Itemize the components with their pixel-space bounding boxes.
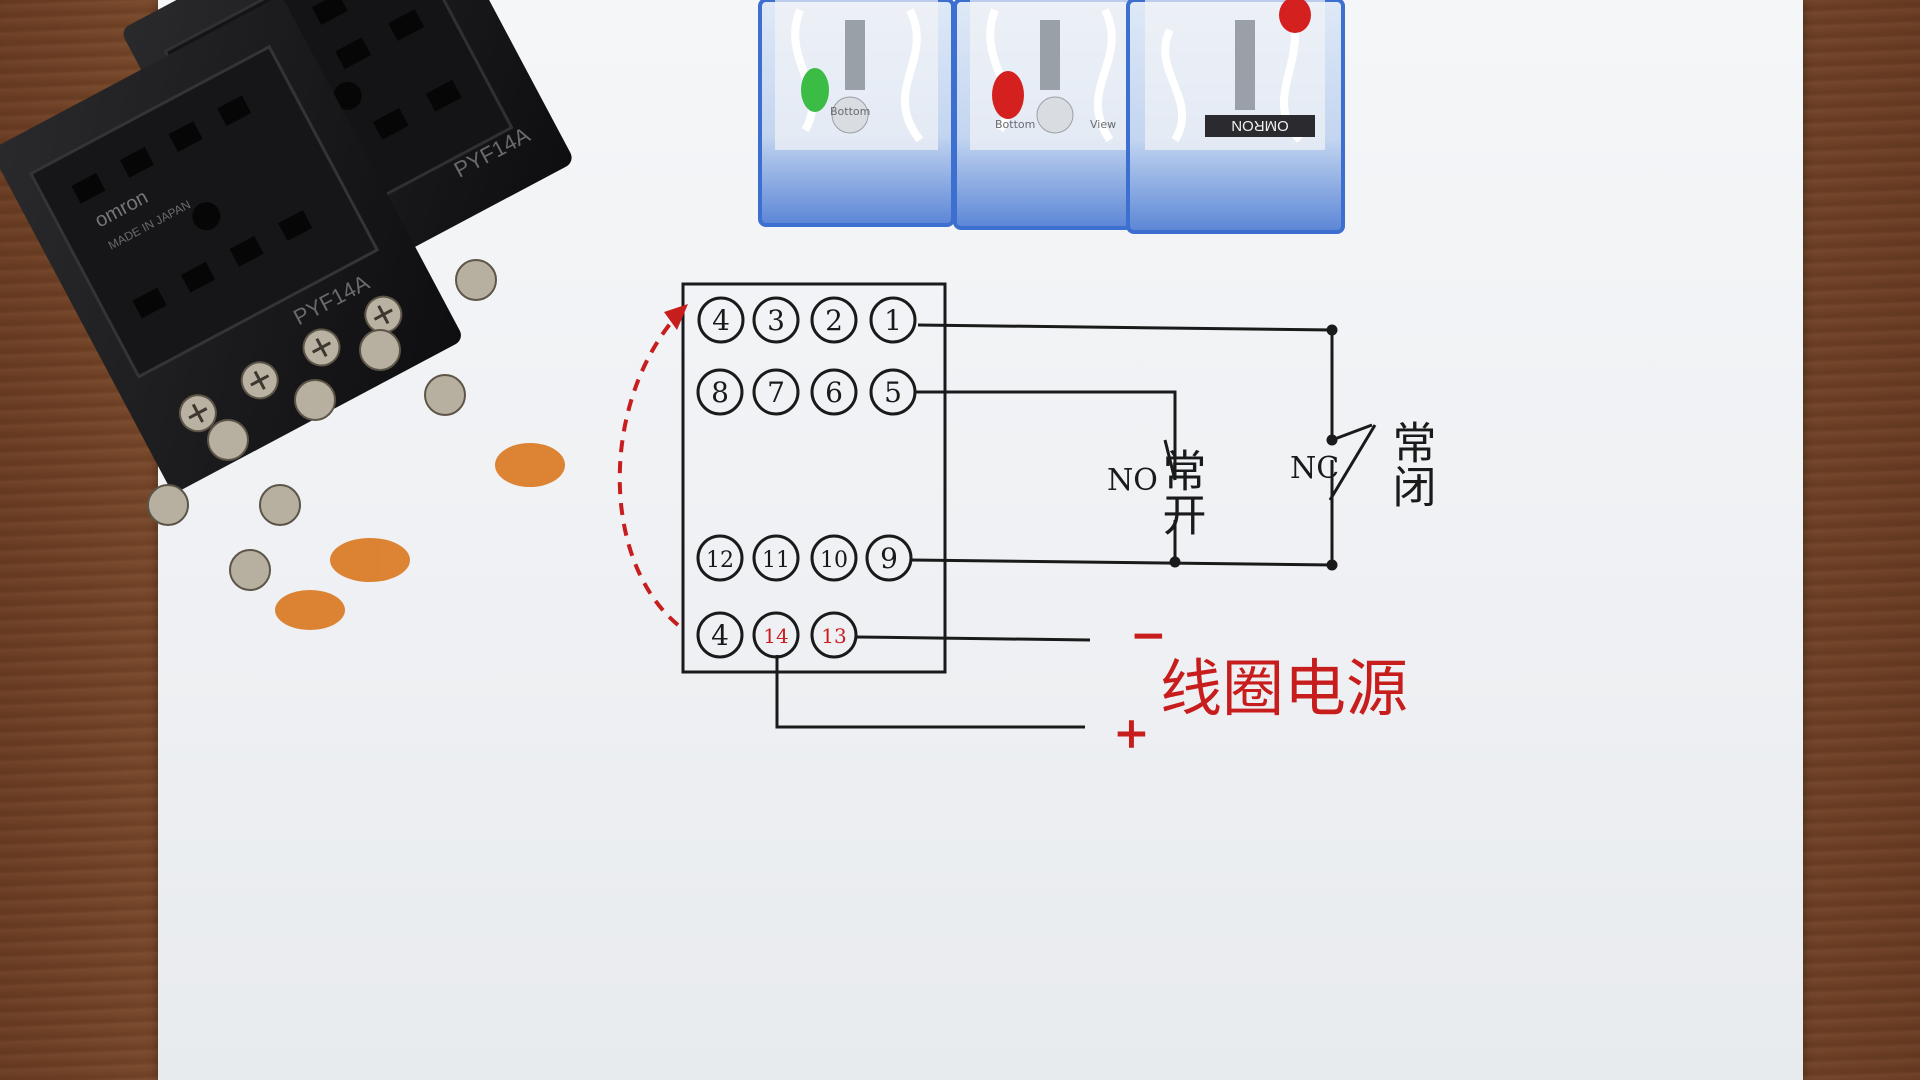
- relay-bottom-text-left: Bottom: [830, 105, 870, 118]
- wire-terminal-1: [917, 323, 1334, 440]
- terminal-3: 3: [767, 304, 785, 337]
- wire-terminal-13: [855, 635, 1091, 642]
- no-label: NO: [1107, 463, 1158, 498]
- relay-outline-box: [681, 282, 947, 674]
- terminal-10: 10: [820, 548, 848, 573]
- relay-bottom-text-right: View: [1090, 118, 1116, 131]
- socket-screw-terminals: [178, 295, 403, 433]
- terminal-8: 8: [711, 376, 729, 409]
- relay-right: OMRON: [1126, 0, 1345, 234]
- relay-left: Bottom: [758, 0, 955, 227]
- relay-brand-label: OMRON: [1231, 117, 1289, 134]
- terminal-2: 2: [825, 304, 843, 337]
- terminal-7: 7: [767, 376, 785, 409]
- nc-switch-bar: [1331, 423, 1373, 442]
- terminal-12: 12: [706, 548, 734, 573]
- jumper-dashed-arrow: [617, 304, 688, 627]
- wiring-diagram: [681, 282, 1377, 729]
- coil-terminal-13: 13: [821, 624, 846, 648]
- coil-power-label: 线圈电源: [1160, 652, 1408, 725]
- nc-switch-blade: [1328, 424, 1377, 501]
- no-switch-blade: [1163, 439, 1177, 481]
- relay-socket-front: omron MADE IN JAPAN PYF14A: [0, 0, 461, 491]
- rear-socket-screws: [147, 259, 497, 591]
- terminal-6: 6: [825, 376, 843, 409]
- plus-sign: +: [1113, 708, 1150, 759]
- no-chinese-label: 常开: [1155, 448, 1206, 536]
- coil-terminal-4: 4: [711, 619, 729, 652]
- coil-terminal-14: 14: [763, 624, 788, 648]
- terminal-5: 5: [884, 376, 902, 409]
- terminal-circles: [696, 296, 917, 659]
- nc-chinese-label: 常闭: [1385, 420, 1436, 508]
- terminal-numbers: 4 3 2 1 8 7 6 5 12 11 10 9 4 14 13: [706, 304, 902, 652]
- relays-group: Bottom Bottom View OMR: [758, 0, 1345, 234]
- switch-labels: NO 常开 NC 常闭: [1107, 420, 1436, 536]
- relay-middle: Bottom View: [953, 0, 1147, 230]
- terminal-1: 1: [884, 304, 902, 337]
- minus-sign: −: [1130, 610, 1167, 661]
- nc-label: NC: [1290, 451, 1339, 486]
- socket-orange-clips: [275, 443, 565, 630]
- terminal-11: 11: [762, 548, 790, 573]
- wire-terminal-14: [775, 655, 1085, 729]
- terminal-4-top: 4: [712, 304, 730, 337]
- relay-bottom-text-mid: Bottom: [995, 118, 1035, 131]
- terminal-9: 9: [880, 542, 898, 575]
- wire-terminal-5: [915, 390, 1177, 480]
- coil-power-labels: − + 线圈电源: [1113, 610, 1408, 759]
